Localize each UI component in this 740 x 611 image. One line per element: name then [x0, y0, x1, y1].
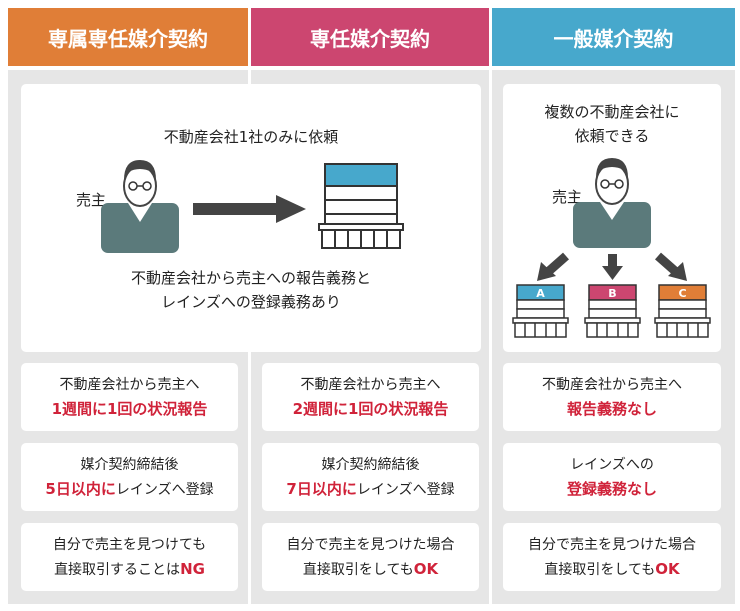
card-line1: 自分で売主を見つけた場合	[286, 536, 455, 553]
seller-label-right: 売主	[552, 188, 583, 206]
card-line1: 媒介契約締結後	[321, 456, 420, 473]
card-line2: 2週間に1回の状況報告	[293, 397, 449, 422]
card-line2-text: レインズへ登録	[115, 481, 214, 498]
office-c-label: C	[678, 287, 686, 300]
seller-person-icon	[101, 160, 179, 253]
seller-label: 売主	[76, 191, 107, 209]
real-estate-office-icon	[318, 163, 404, 249]
diagram-top-text: 不動産会社1社のみに依頼	[163, 128, 339, 146]
office-c-icon: C	[654, 284, 711, 338]
report-card-general: 不動産会社から売主へ 報告義務なし	[503, 363, 721, 431]
card-line2: 直接取引をしてもOK	[303, 557, 438, 582]
card-line1: 不動産会社から売主へ	[300, 376, 441, 393]
card-highlight: NG	[180, 559, 205, 578]
card-highlight: 登録義務なし	[566, 479, 657, 498]
card-line2: 1週間に1回の状況報告	[52, 397, 208, 422]
card-highlight: 1週間に1回の状況報告	[51, 399, 208, 418]
card-line2: 5日以内にレインズへ登録	[45, 477, 213, 502]
card-highlight: 2週間に1回の状況報告	[292, 399, 449, 418]
header-dedicated: 専任媒介契約	[251, 8, 489, 66]
card-highlight: OK	[413, 559, 439, 578]
diagram-card-exclusive	[21, 84, 481, 352]
header-exclusive-dedicated: 専属専任媒介契約	[8, 8, 248, 66]
card-line2: 7日以内にレインズへ登録	[286, 477, 454, 502]
office-a-label: A	[536, 287, 545, 300]
card-line2: 登録義務なし	[567, 477, 657, 502]
header-general: 一般媒介契約	[492, 8, 735, 66]
card-line2: 直接取引をしてもOK	[544, 557, 679, 582]
diagram-right-top-line2: 依頼できる	[574, 127, 650, 145]
report-card-dedicated: 不動産会社から売主へ 2週間に1回の状況報告	[262, 363, 479, 431]
column-divider	[489, 70, 492, 604]
arrow-down-right-icon	[655, 252, 687, 281]
diagram-bottom-text: 不動産会社から売主への報告義務と レインズへの登録義務あり	[21, 266, 481, 314]
seller-person-icon	[573, 158, 651, 248]
card-highlight: 5日以内に	[45, 479, 116, 498]
office-b-label: B	[608, 287, 616, 300]
reins-card-exclusive: 媒介契約締結後 5日以内にレインズへ登録	[21, 443, 238, 511]
card-highlight: 報告義務なし	[566, 399, 657, 418]
direct-deal-card-dedicated: 自分で売主を見つけた場合 直接取引をしてもOK	[262, 523, 479, 591]
card-line2-text: 直接取引することは	[54, 561, 181, 578]
arrow-down-left-icon	[537, 252, 569, 281]
card-line2: 報告義務なし	[567, 397, 657, 422]
direct-deal-card-general: 自分で売主を見つけた場合 直接取引をしてもOK	[503, 523, 721, 591]
card-line2-text: 直接取引をしても	[302, 561, 414, 578]
arrow-down-icon	[602, 254, 623, 280]
office-a-icon: A	[512, 284, 569, 338]
card-line2-text: レインズへ登録	[356, 481, 455, 498]
card-line1: 不動産会社から売主へ	[59, 376, 200, 393]
card-line2: 直接取引することはNG	[54, 557, 205, 582]
card-highlight: OK	[655, 559, 680, 578]
office-b-icon: B	[584, 284, 641, 338]
diagram-right-top-text: 複数の不動産会社に 依頼できる	[503, 100, 721, 148]
card-line1: 媒介契約締結後	[80, 456, 179, 473]
reins-card-dedicated: 媒介契約締結後 7日以内にレインズへ登録	[262, 443, 479, 511]
card-line1: 自分で売主を見つけても	[52, 536, 207, 553]
diagram-bottom-line2: レインズへの登録義務あり	[161, 293, 341, 311]
card-highlight: 7日以内に	[286, 479, 357, 498]
card-line1: レインズへの	[570, 456, 654, 473]
reins-card-general: レインズへの 登録義務なし	[503, 443, 721, 511]
diagram-right-top-line1: 複数の不動産会社に	[544, 103, 680, 121]
card-line1: 自分で売主を見つけた場合	[528, 536, 696, 553]
diagram-bottom-line1: 不動産会社から売主への報告義務と	[130, 269, 371, 287]
card-line1: 不動産会社から売主へ	[542, 376, 682, 393]
arrow-right-icon	[193, 195, 306, 223]
report-card-exclusive: 不動産会社から売主へ 1週間に1回の状況報告	[21, 363, 238, 431]
card-line2-text: 直接取引をしても	[544, 561, 656, 578]
direct-deal-card-exclusive: 自分で売主を見つけても 直接取引することはNG	[21, 523, 238, 591]
